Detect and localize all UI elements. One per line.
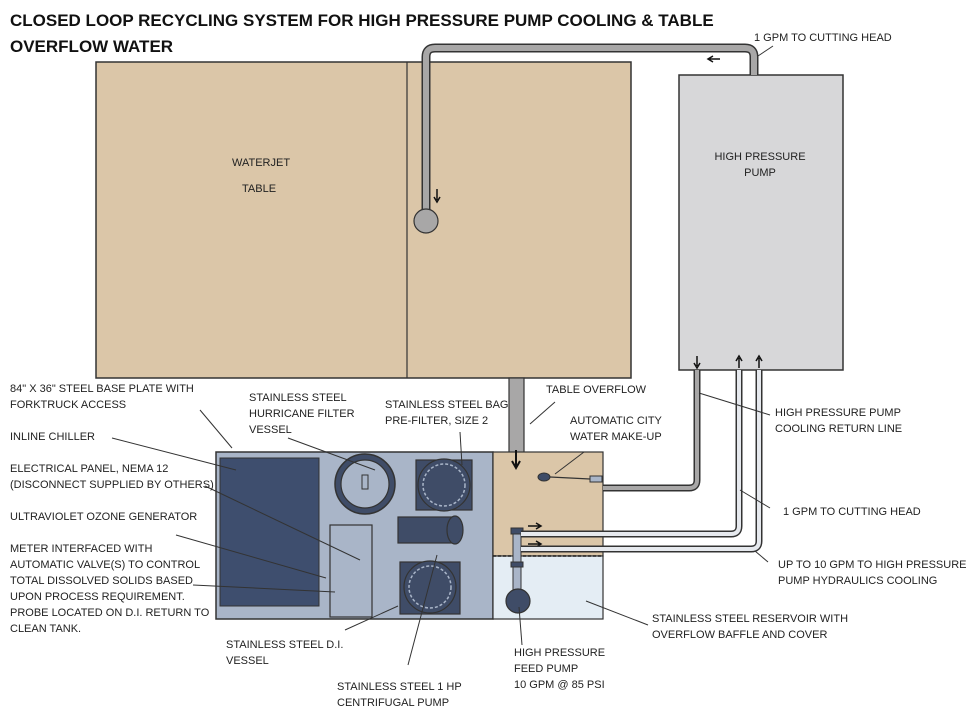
callout-table-overflow: TABLE OVERFLOW [546,384,647,396]
callout-base-plate: 84" X 36" STEEL BASE PLATE WITH FORKTRUC… [10,383,194,411]
flow-arrow-right-icon [528,522,543,530]
flow-arrow-down-icon [433,189,441,204]
callout-di-vessel: STAINLESS STEEL D.I. VESSEL [226,639,344,667]
leader-gpm-top [757,45,774,57]
di-vessel [397,516,456,544]
uv-ozone-generator [329,524,373,618]
waterjet-table-label: WATERJET TABLE [232,157,291,195]
feed-pump-riser [512,529,522,593]
callout-cooling-return: HIGH PRESSURE PUMP COOLING RETURN LINE [775,407,903,435]
diagram-title: CLOSED LOOP RECYCLING SYSTEM FOR HIGH PR… [10,8,770,60]
callout-reservoir: STAINLESS STEEL RESERVOIR WITH OVERFLOW … [652,613,849,641]
flow-arrow-left-icon [706,55,720,63]
city-water-float [537,472,551,482]
supply-arrow-up-icon [735,354,743,368]
hydraulics-arrow-up-icon [755,354,763,368]
waterjet-table [95,61,632,379]
title-line-1: CLOSED LOOP RECYCLING SYSTEM FOR HIGH PR… [10,11,714,30]
feed-pump [505,588,531,614]
hp-pump-label: HIGH PRESSURE PUMP [714,151,806,179]
callout-gpm-top: 1 GPM TO CUTTING HEAD [754,32,892,44]
high-pressure-pump [678,74,844,371]
callout-bag-filter: STAINLESS STEEL BAG PRE-FILTER, SIZE 2 [385,399,509,427]
leader-lines [111,392,771,666]
return-arrow-down-icon [693,356,701,370]
callout-gpm-mid: 1 GPM TO CUTTING HEAD [783,506,921,518]
reservoir-dirty [492,451,604,557]
callout-feed-pump: HIGH PRESSURE FEED PUMP 10 GPM @ 85 PSI [514,647,606,691]
callout-centrifugal-pump: STAINLESS STEEL 1 HP CENTRIFUGAL PUMP [337,681,462,709]
callout-meter: METER INTERFACED WITH AUTOMATIC VALVE(S)… [10,543,210,635]
title-line-2: OVERFLOW WATER [10,37,174,56]
callout-inline-chiller: INLINE CHILLER [10,431,95,443]
electrical-panel [219,457,320,607]
callout-uv-ozone: ULTRAVIOLET OZONE GENERATOR [10,511,198,523]
callout-city-water: AUTOMATIC CITY WATER MAKE-UP [570,415,662,443]
overflow-arrow-icon [511,450,521,471]
callout-hydraulics: UP TO 10 GPM TO HIGH PRESSURE PUMP HYDRA… [778,559,966,587]
callout-electrical-panel: ELECTRICAL PANEL, NEMA 12 (DISCONNECT SU… [10,463,214,491]
callout-hurricane-filter: STAINLESS STEEL HURRICANE FILTER VESSEL [249,392,355,436]
cutting-head [413,208,439,234]
